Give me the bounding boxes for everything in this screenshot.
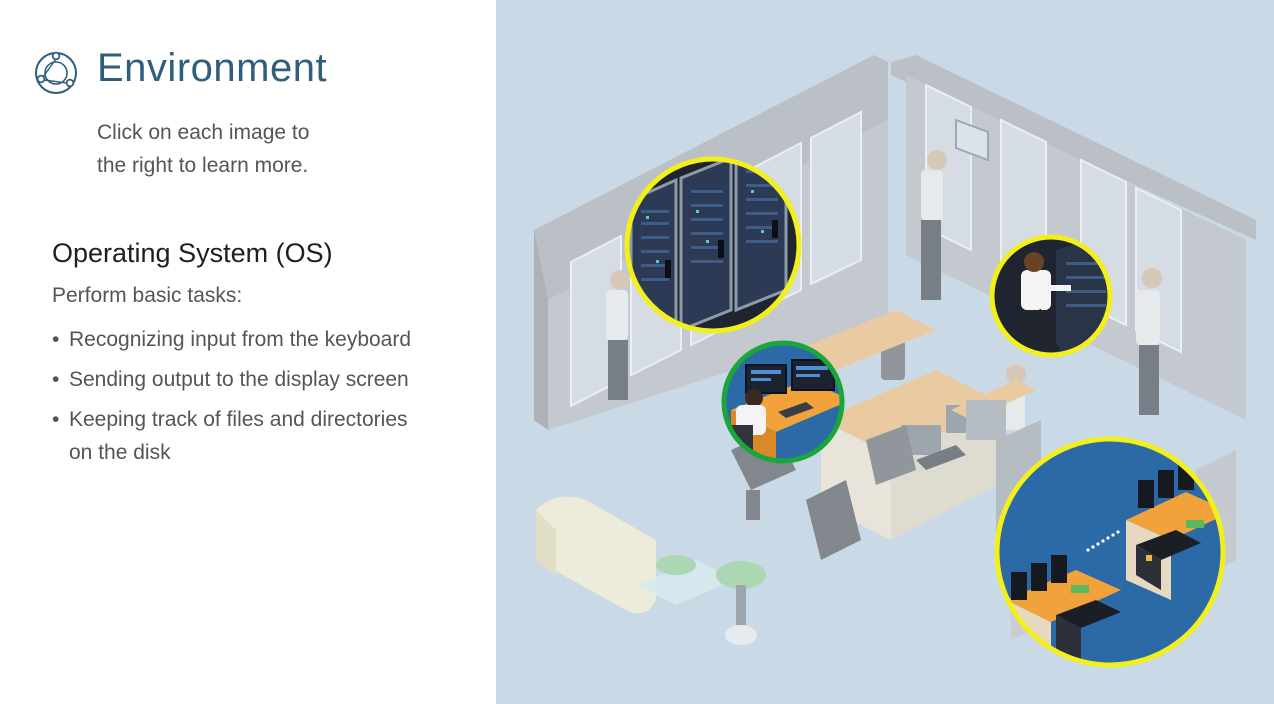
instructions-line: the right to learn more. xyxy=(97,154,309,177)
bullet-item: Recognizing input from the keyboard xyxy=(52,323,472,356)
section-title: Operating System (OS) xyxy=(52,238,333,268)
instructions-line: Click on each image to xyxy=(97,121,310,144)
bullet-item: Keeping track of files and directories o… xyxy=(52,403,472,469)
instructions: Click on each image to the right to lear… xyxy=(97,116,397,182)
datacenter-scene xyxy=(496,0,1274,704)
bullet-item-line: Keeping track of files and directories xyxy=(69,408,408,431)
section-intro: Perform basic tasks: xyxy=(52,284,243,307)
hotspot-technician-at-rack[interactable] xyxy=(986,230,1116,360)
page-title: Environment xyxy=(97,46,328,90)
content-panel: Environment Click on each image to the r… xyxy=(0,0,496,704)
bullet-item-line: on the disk xyxy=(69,441,171,464)
datacenter-illustration xyxy=(534,55,1256,668)
bullet-item: Sending output to the display screen xyxy=(52,363,472,396)
network-globe-icon xyxy=(35,51,77,94)
hotspot-server-racks[interactable] xyxy=(616,136,816,350)
bullet-list: Recognizing input from the keyboard Send… xyxy=(52,323,472,476)
hotspot-operator-workstation[interactable] xyxy=(716,340,856,470)
